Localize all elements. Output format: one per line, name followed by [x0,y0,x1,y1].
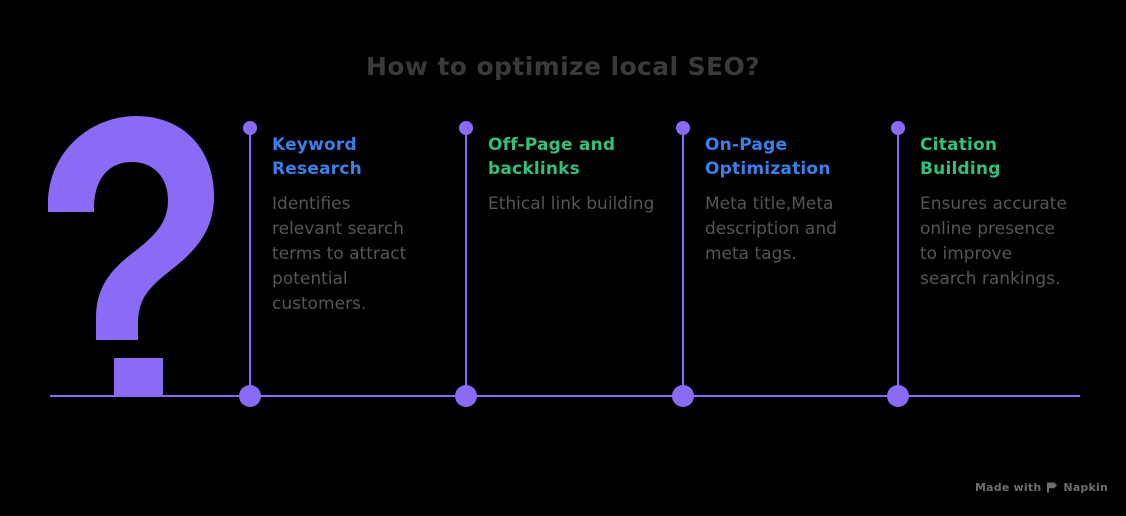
milestone-content: On-Page Optimization Meta title,Meta des… [705,133,890,267]
timeline-axis [50,395,1080,397]
milestone-body: Meta title,Meta description and meta tag… [705,194,837,264]
milestone-heading: Citation Building [920,135,1001,179]
milestone-connector-line [465,128,467,396]
milestone-body: Ethical link building [488,194,655,214]
napkin-logo-icon [1046,482,1058,493]
milestone-node-bottom [455,385,477,407]
milestone-heading: On-Page Optimization [705,135,831,179]
page-title: How to optimize local SEO? [365,52,761,81]
milestone-content: Citation Building Ensures accurate onlin… [920,133,1105,292]
milestone-connector-line [682,128,684,396]
milestone-connector-line [249,128,251,396]
watermark-brand: Napkin [1063,481,1108,494]
milestone-heading: Off-Page and backlinks [488,135,616,179]
milestone-body: Ensures accurate online presence to impr… [920,194,1067,289]
milestone-content: Off-Page and backlinks Ethical link buil… [488,133,693,217]
napkin-watermark[interactable]: Made with Napkin [975,481,1108,494]
milestone-content: Keyword Research Identifies relevant sea… [272,133,462,317]
watermark-prefix: Made with [975,481,1042,494]
milestone-heading: Keyword Research [272,135,362,179]
question-mark-icon [34,112,214,402]
milestone-body: Identifies relevant search terms to attr… [272,194,407,314]
milestone-node-bottom [672,385,694,407]
milestone-node-bottom [239,385,261,407]
milestone-connector-line [897,128,899,396]
milestone-node-bottom [887,385,909,407]
